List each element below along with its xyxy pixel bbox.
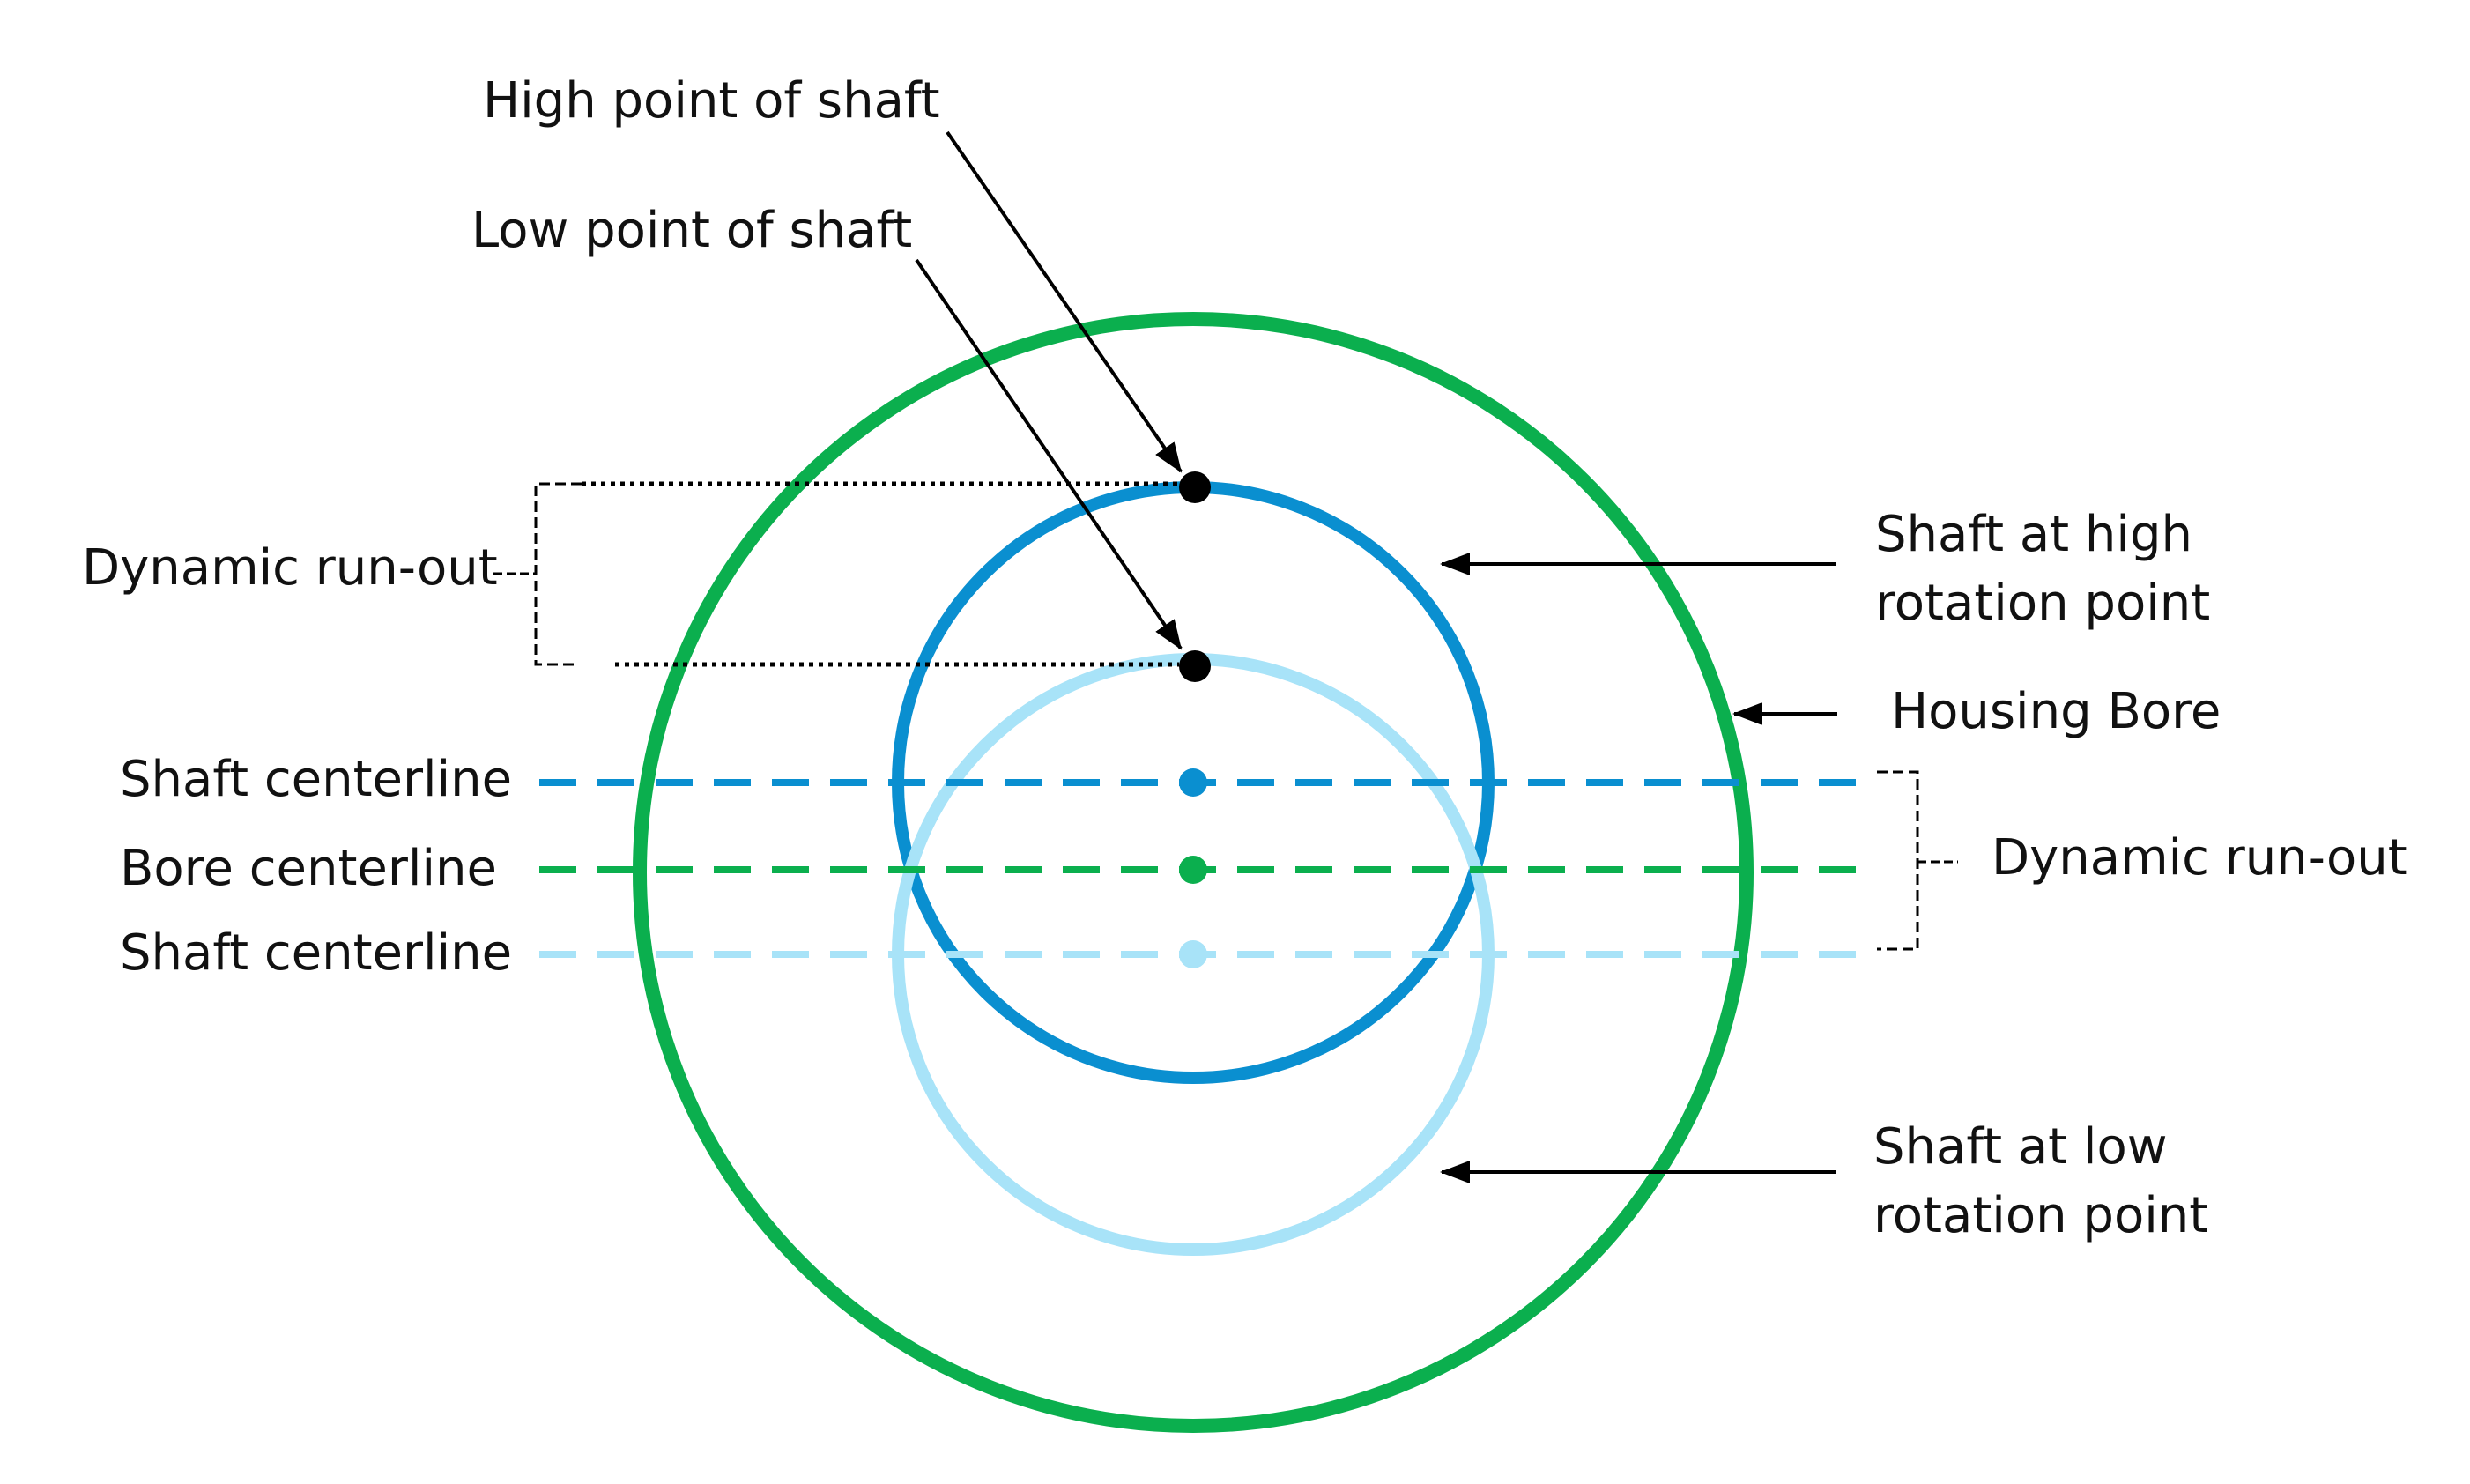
low-point-dot xyxy=(1179,650,1211,682)
label-housing-bore: Housing Bore xyxy=(1891,683,2221,740)
label-shaft-low-line2: rotation point xyxy=(1873,1187,2208,1244)
label-shaft-low-line1: Shaft at low xyxy=(1873,1118,2168,1176)
label-shaft-high-line2: rotation point xyxy=(1875,575,2210,632)
bore-center-dot xyxy=(1179,856,1207,884)
low-point-arrow xyxy=(915,258,1183,650)
label-high-point: High point of shaft xyxy=(483,72,940,130)
high-point-arrow xyxy=(946,130,1183,473)
runout-right-bracket xyxy=(1877,770,1919,951)
label-bore-centerline: Bore centerline xyxy=(120,840,497,897)
shaft-low-center-dot xyxy=(1179,940,1207,968)
label-low-point: Low point of shaft xyxy=(471,202,912,259)
label-dynamic-runout-right: Dynamic run-out xyxy=(1992,829,2407,887)
label-shaft-centerline-top: Shaft centerline xyxy=(120,751,512,808)
runout-left-bracket xyxy=(534,482,582,666)
shaft-high-center-dot xyxy=(1179,768,1207,797)
housing-bore-circle xyxy=(633,312,1754,1433)
high-point-dot xyxy=(1179,471,1211,503)
label-dynamic-runout-left: Dynamic run-out xyxy=(82,539,498,597)
label-shaft-centerline-bottom: Shaft centerline xyxy=(120,924,512,982)
label-shaft-high-line1: Shaft at high xyxy=(1875,506,2192,563)
